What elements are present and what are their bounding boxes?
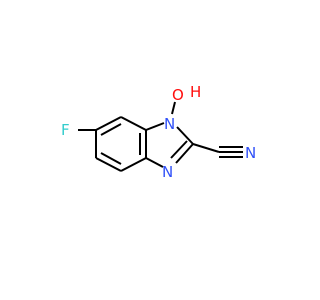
bond-c2-cn [192, 143, 220, 153]
atom-o: O [172, 86, 184, 104]
bond-c6-c7-inner [100, 152, 122, 165]
atom-f: F [61, 121, 70, 139]
bond-n1-c2 [176, 126, 194, 145]
bond-c3-c4 [120, 116, 147, 131]
atom-h: H [190, 83, 201, 101]
bond-n3-c8 [145, 157, 164, 168]
atom-n-nitrile: N [245, 144, 256, 162]
bond-c7-c8 [120, 157, 147, 172]
bond-c2-n3-inner [170, 140, 188, 159]
bond-c6-c7 [95, 157, 122, 172]
bond-c2-n3 [175, 143, 194, 164]
atom-n-bottom: N [162, 163, 173, 181]
bond-n1-o [171, 101, 176, 115]
bond-c3-n1 [145, 122, 165, 131]
bond-c4-c5-inner [100, 123, 122, 136]
atom-n-top: N [164, 115, 175, 133]
bond-c4-c5 [95, 116, 122, 131]
molecule-structure: F N O H N N [61, 83, 256, 181]
